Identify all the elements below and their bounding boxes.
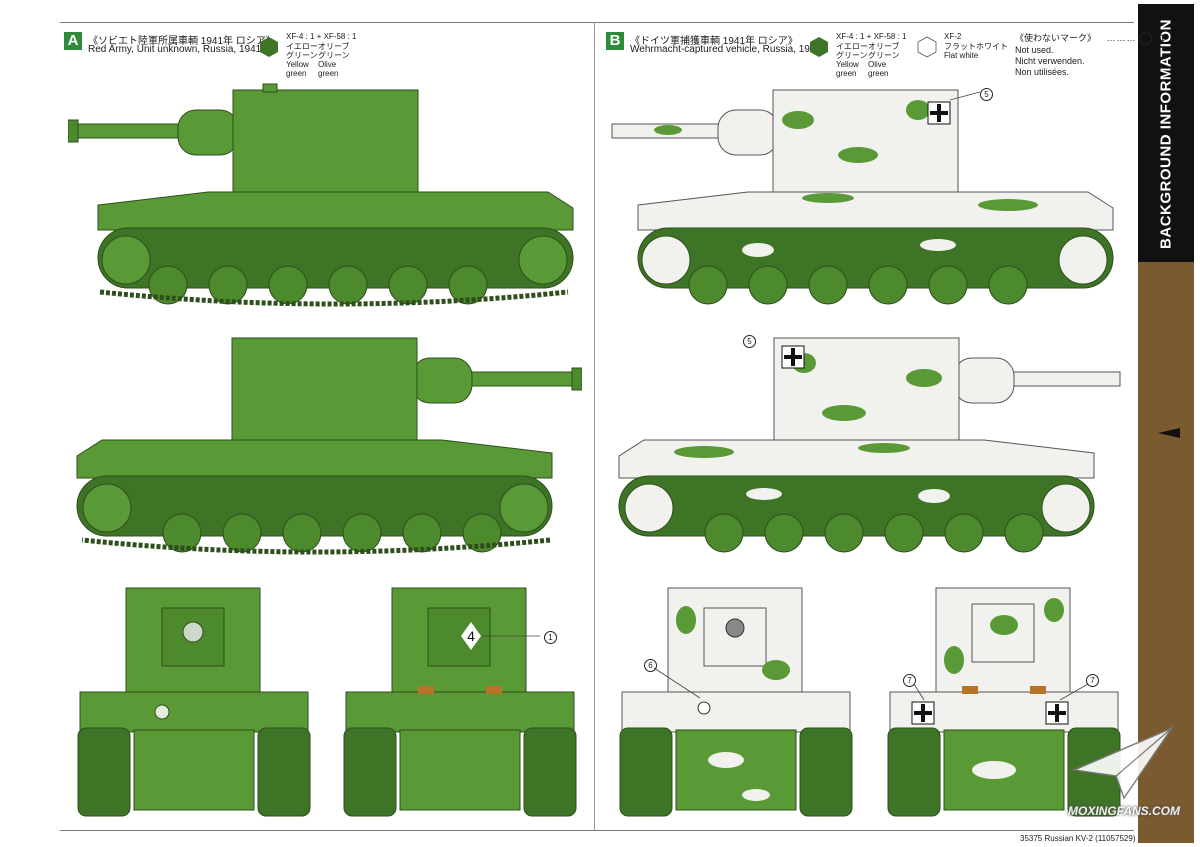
version-b-rear-view — [887, 587, 1121, 817]
tank-illustration — [618, 337, 1121, 553]
paper-plane-logo-icon — [1071, 726, 1175, 800]
version-b-right-side-view — [618, 337, 1121, 553]
paint-code: XF-4 : 1 + XF-58 : 1 — [836, 32, 907, 41]
version-b-title-en: Wehrmacht-captured vehicle, Russia, 1941 — [630, 44, 822, 55]
decal-count: ×1 — [1154, 32, 1165, 43]
unused-decals-note: 《使わないマーク》 ……… 7 ×1 Not used. Nicht verwe… — [1015, 32, 1165, 78]
top-rule — [60, 22, 1134, 23]
tank-illustration — [887, 587, 1121, 817]
tank-illustration: 4 — [343, 587, 577, 817]
version-b-title-jp: 《ドイツ軍捕獲車輌 1941年 ロシア》 — [630, 36, 798, 47]
tank-illustration — [68, 83, 574, 307]
version-a-right-side-view — [76, 337, 582, 555]
paint-code: XF-4 : 1 + XF-58 : 1 — [286, 32, 357, 41]
tank-illustration — [77, 587, 311, 817]
footer-product-code: 35375 Russian KV-2 (11057529) — [1020, 834, 1136, 843]
version-a-letter: A — [64, 32, 82, 50]
paint-code: XF-2 — [944, 32, 962, 41]
callout-1: 1 — [544, 629, 557, 647]
version-a-rear-view: 4 — [343, 587, 577, 817]
sidebar-header: BACKGROUND INFORMATION — [1138, 4, 1194, 262]
tank-illustration — [611, 89, 1114, 305]
tank-illustration — [76, 337, 582, 555]
version-a-left-side-view — [68, 83, 574, 307]
callout-6: 6 — [644, 657, 657, 675]
unused-line-de: Nicht verwenden. — [1015, 56, 1085, 66]
green-hex-swatch-icon — [810, 37, 828, 57]
unused-line-fr: Non utilisées. — [1015, 67, 1070, 77]
tank-illustration — [619, 587, 853, 817]
green-hex-swatch-icon — [260, 37, 278, 57]
callout-7-left: 7 — [903, 672, 916, 690]
decal-number: 7 — [1139, 32, 1153, 45]
version-b-front-view — [619, 587, 853, 817]
rear-marking-number: 4 — [467, 628, 475, 644]
callout-5-other-side: 5 — [743, 333, 756, 351]
unused-label: 《使わないマーク》 — [1015, 32, 1097, 43]
sidebar-pointer-icon — [1158, 428, 1180, 438]
unused-line-en: Not used. — [1015, 45, 1054, 55]
version-a-front-view — [77, 587, 311, 817]
version-a-title-jp: 《ソビエト陸軍所属車輌 1941年 ロシア》 — [88, 36, 276, 47]
watermark-text: MOXINGFANS.COM — [1067, 804, 1180, 818]
center-divider — [594, 22, 595, 830]
bottom-rule — [60, 830, 1134, 831]
white-hex-swatch-icon — [917, 36, 937, 58]
callout-5-side: 5 — [980, 86, 993, 104]
version-a-title-en: Red Army, Unit unknown, Russia, 1941 — [88, 44, 262, 55]
callout-7-right: 7 — [1086, 672, 1099, 690]
leader-dots: ……… — [1106, 32, 1137, 43]
version-b-letter: B — [606, 32, 624, 50]
sidebar: BACKGROUND INFORMATION — [1138, 4, 1194, 843]
watermark: MOXINGFANS.COM — [1064, 720, 1184, 838]
version-b-left-side-view — [611, 89, 1114, 305]
